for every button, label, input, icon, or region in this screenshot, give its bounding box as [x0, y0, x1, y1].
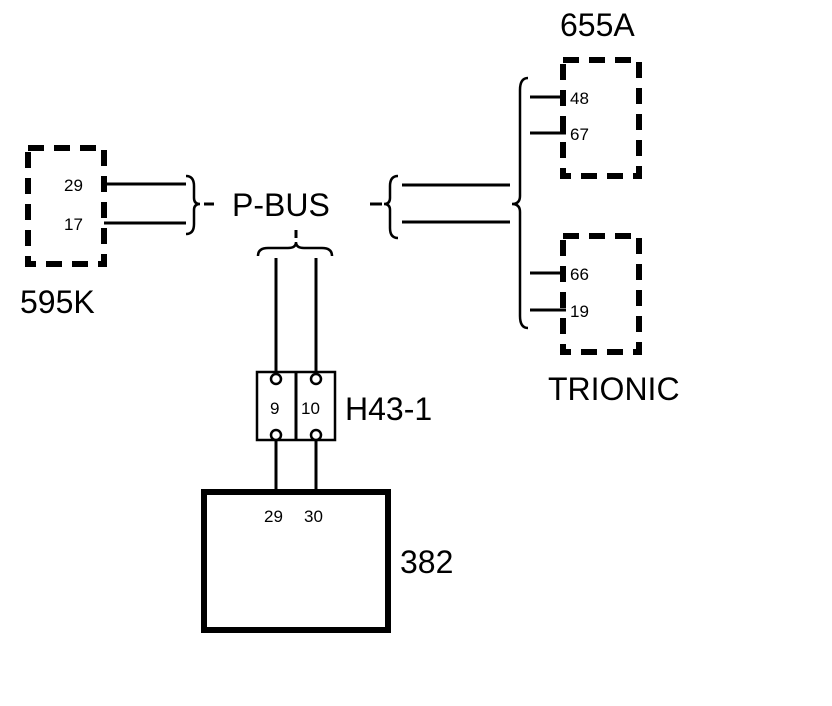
- module-595k: 29 17 595K: [20, 145, 107, 320]
- module-655a-label: 655A: [560, 7, 635, 43]
- connector-pin-9-bottom-hole: [269, 428, 283, 442]
- module-655a: 655A 48 67: [530, 7, 642, 179]
- module-655a-pin-1: 48: [570, 89, 589, 108]
- wires-bus-to-connector: [256, 230, 334, 373]
- module-382-pin-2: 30: [304, 507, 323, 526]
- module-595k-pin-2: 17: [64, 215, 83, 234]
- connector-h43-1: 9 10 H43-1: [255, 370, 432, 442]
- bus-brace-big: [511, 76, 529, 330]
- bus-label: P-BUS: [232, 187, 330, 223]
- connector-pin-1: 9: [270, 399, 279, 418]
- connector-pin-9-top-hole: [269, 372, 283, 386]
- module-382: 29 30 382: [201, 489, 453, 633]
- module-655a-pin-2: 67: [570, 125, 589, 144]
- connector-pin-10-top-hole: [309, 372, 323, 386]
- module-trionic-label: TRIONIC: [548, 371, 680, 407]
- module-trionic: 66 19 TRIONIC: [530, 233, 680, 407]
- wires-595k-to-bus: [104, 174, 214, 236]
- module-382-pin-1: 29: [264, 507, 283, 526]
- wires-bus-to-right: [370, 76, 529, 330]
- module-595k-box: [25, 145, 107, 267]
- connector-pin-10-bottom-hole: [309, 428, 323, 442]
- module-382-label: 382: [400, 544, 453, 580]
- module-trionic-pin-2: 19: [570, 302, 589, 321]
- connector-pin-2: 10: [301, 399, 320, 418]
- bus-brace-left: [185, 174, 201, 236]
- module-595k-pin-1: 29: [64, 176, 83, 195]
- module-655a-box: [560, 57, 642, 179]
- bus-brace-bottom: [256, 241, 334, 257]
- module-595k-label: 595K: [20, 284, 95, 320]
- module-trionic-box: [560, 233, 642, 355]
- bus-brace-right: [383, 174, 399, 240]
- wires-connector-to-ecu: [274, 440, 318, 492]
- module-trionic-pin-1: 66: [570, 265, 589, 284]
- connector-label: H43-1: [345, 391, 432, 427]
- module-382-box: [201, 489, 391, 633]
